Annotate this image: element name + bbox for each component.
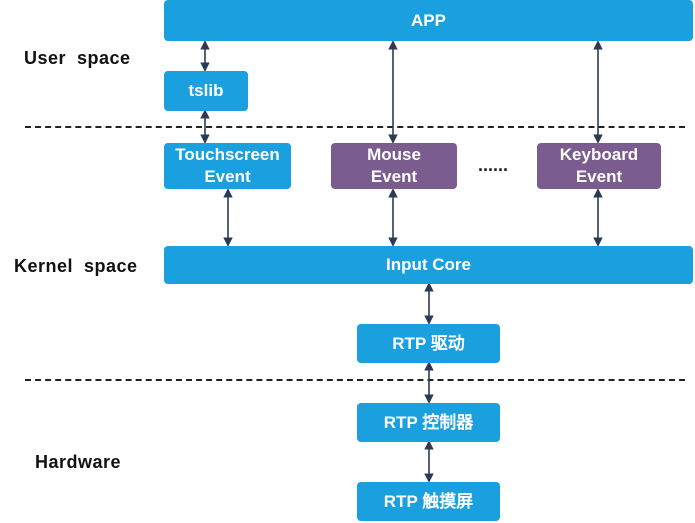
tslib-box: tslib <box>164 71 248 111</box>
mouse-event-box: Mouse Event <box>331 143 457 189</box>
more-events-ellipsis: ...... <box>478 155 509 175</box>
touchscreen-event-box: Touchscreen Event <box>164 143 291 189</box>
rtp-driver-box: RTP 驱动 <box>357 324 500 363</box>
user-kernel-divider <box>25 126 685 128</box>
rtp-touchscreen-box: RTP 触摸屏 <box>357 482 500 521</box>
keyboard-event-box: Keyboard Event <box>537 143 661 189</box>
kernel-space-label: Kernel space <box>14 256 138 276</box>
app-box: APP <box>164 0 693 41</box>
user-space-label: User space <box>24 48 131 68</box>
kernel-hardware-divider <box>25 379 685 381</box>
hardware-label: Hardware <box>35 452 122 472</box>
rtp-controller-box: RTP 控制器 <box>357 403 500 442</box>
input-core-box: Input Core <box>164 246 693 284</box>
